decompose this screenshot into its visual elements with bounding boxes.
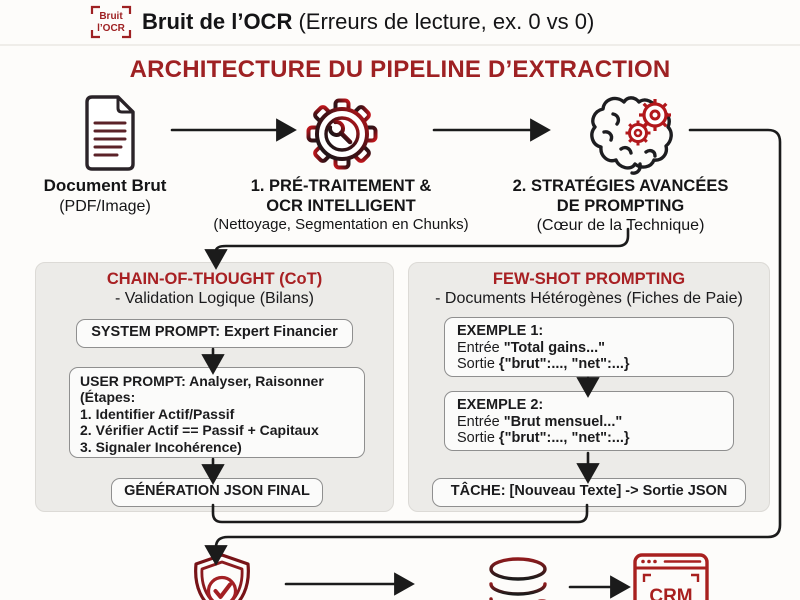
- crm-label: CRM: [649, 586, 692, 600]
- example2-output-value: {"brut":..., "net":...}: [498, 430, 630, 447]
- header-caption-rest: (Erreurs de lecture, ex. 0 vs 0): [292, 9, 595, 34]
- page-title: ARCHITECTURE DU PIPELINE D’EXTRACTION: [129, 56, 671, 83]
- header-caption-bold: Bruit de l’OCR: [142, 9, 293, 34]
- label-step1-line1: 1. PRÉ-TRAITEMENT &: [250, 177, 432, 195]
- badge-text-line2: l’OCR: [97, 23, 126, 34]
- label-document-brut-title: Document Brut: [43, 176, 167, 195]
- example1-input: Entrée "Total gains...": [457, 340, 721, 357]
- example2-input-value: "Brut mensuel...": [503, 413, 623, 430]
- gear-wrench-icon: [306, 98, 378, 170]
- example2-output: Sortie {"brut":..., "net":...}: [457, 430, 721, 447]
- example1-output-label: Sortie: [457, 356, 499, 373]
- ocr-noise-badge-icon: Bruit l’OCR: [90, 5, 132, 39]
- example1-output-value: {"brut":..., "net":...}: [498, 356, 630, 373]
- label-step2-line1: 2. STRATÉGIES AVANCÉES: [512, 177, 729, 195]
- label-step2-line2: DE PROMPTING: [556, 197, 685, 216]
- system-prompt-box: SYSTEM PROMPT: Expert Financier: [76, 319, 353, 348]
- database-search-icon: [489, 557, 547, 600]
- user-prompt-line: 2. Vérifier Actif == Passif + Capitaux: [80, 422, 319, 439]
- user-prompt-line: 3. Signaler Incohérence): [80, 438, 242, 455]
- label-step2-sub: (Cœur de la Technique): [536, 217, 705, 235]
- document-icon: [85, 95, 135, 171]
- label-document-brut: Document Brut (PDF/Image): [10, 176, 200, 216]
- json-generation-box: GÉNÉRATION JSON FINAL: [111, 478, 323, 507]
- fewshot-panel-subtitle: - Documents Hétérogènes (Fiches de Paie): [435, 290, 743, 307]
- label-step2-prompting: 2. STRATÉGIES AVANCÉES DE PROMPTING (Cœu…: [478, 176, 763, 236]
- chain-of-thought-panel: CHAIN-OF-THOUGHT (CoT) - Validation Logi…: [35, 262, 394, 512]
- crm-window-icon: CRM: [633, 553, 709, 600]
- badge-text-line1: Bruit: [99, 11, 123, 22]
- label-step1-pretraitement: 1. PRÉ-TRAITEMENT & OCR INTELLIGENT (Net…: [208, 176, 474, 235]
- example1-input-label: Entrée: [457, 339, 504, 356]
- example1-box: EXEMPLE 1: Entrée "Total gains..." Sorti…: [444, 317, 734, 377]
- label-document-brut-sub: (PDF/Image): [59, 197, 151, 215]
- brain-gears-icon: [590, 96, 673, 175]
- task-box: TÂCHE: [Nouveau Texte] -> Sortie JSON: [432, 478, 746, 507]
- shield-check-icon: [194, 553, 250, 600]
- cot-panel-title: CHAIN-OF-THOUGHT (CoT): [106, 270, 323, 288]
- user-prompt-line: 1. Identifier Actif/Passif: [80, 405, 235, 422]
- example1-output: Sortie {"brut":..., "net":...}: [457, 356, 721, 373]
- example2-input: Entrée "Brut mensuel...": [457, 414, 721, 431]
- cot-panel-subtitle: - Validation Logique (Bilans): [115, 290, 314, 307]
- example2-input-label: Entrée: [457, 413, 504, 430]
- example2-box: EXEMPLE 2: Entrée "Brut mensuel..." Sort…: [444, 391, 734, 451]
- example1-input-value: "Total gains...": [503, 339, 606, 356]
- user-prompt-line: USER PROMPT: Analyser, Raisonner: [80, 373, 324, 389]
- header-caption: Bruit de l’OCR (Erreurs de lecture, ex. …: [142, 9, 594, 35]
- user-prompt-box: USER PROMPT: Analyser, Raisonner (Étapes…: [69, 367, 365, 458]
- label-step1-line2: OCR INTELLIGENT: [266, 197, 416, 216]
- example2-heading: EXEMPLE 2:: [457, 397, 544, 413]
- header-divider: [0, 44, 800, 46]
- user-prompt-line: (Étapes:: [80, 389, 136, 406]
- label-step1-sub: (Nettoyage, Segmentation en Chunks): [213, 216, 469, 234]
- fewshot-panel-title: FEW-SHOT PROMPTING: [492, 270, 686, 288]
- few-shot-panel: FEW-SHOT PROMPTING - Documents Hétérogèn…: [408, 262, 770, 512]
- example2-output-label: Sortie: [457, 430, 499, 447]
- example1-heading: EXEMPLE 1:: [457, 323, 544, 339]
